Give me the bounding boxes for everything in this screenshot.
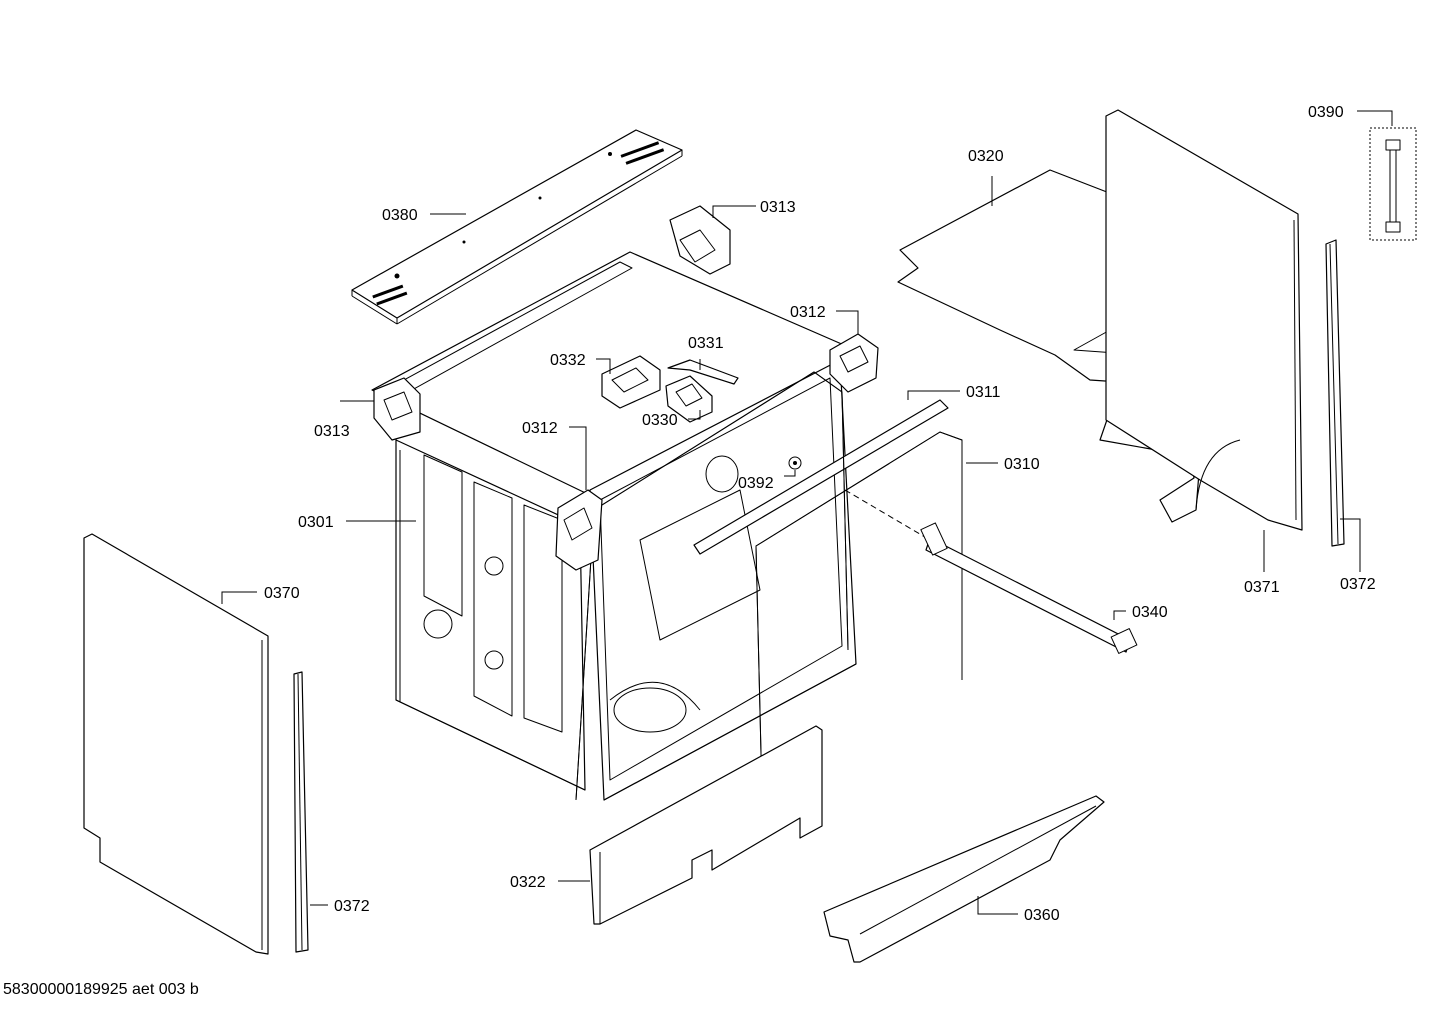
part-0371-side-panel [1105, 109, 1303, 531]
label-0310: 0310 [1004, 456, 1040, 473]
part-labels: 0390 0320 0380 0313 0312 0331 0332 0311 … [264, 104, 1376, 924]
document-id-footer: 58300000189925 aet 003 b [3, 981, 199, 998]
part-0360-bottom-rail [823, 795, 1105, 963]
label-0380: 0380 [382, 207, 418, 224]
label-0372-left: 0372 [334, 898, 370, 915]
part-0310-frame-seal [575, 371, 963, 801]
label-0331: 0331 [688, 335, 724, 352]
part-0313-bracket-top [669, 205, 731, 275]
label-0372-right: 0372 [1340, 576, 1376, 593]
label-0390: 0390 [1308, 104, 1344, 121]
part-0372-strip-left [293, 671, 309, 953]
label-0313-top: 0313 [760, 199, 796, 216]
part-0313-bracket-left [373, 377, 421, 441]
label-0371: 0371 [1244, 579, 1280, 596]
label-0322: 0322 [510, 874, 546, 891]
label-0330: 0330 [642, 412, 678, 429]
label-0320: 0320 [968, 148, 1004, 165]
part-0322-plinth [589, 725, 823, 925]
part-0301-tub [371, 251, 861, 801]
label-0370: 0370 [264, 585, 300, 602]
part-0312-bracket-right [829, 333, 879, 393]
label-0312-right: 0312 [790, 304, 826, 321]
part-0332 [601, 355, 661, 409]
label-0312-left: 0312 [522, 420, 558, 437]
label-0301: 0301 [298, 514, 334, 531]
part-0370-door-panel [83, 533, 269, 955]
label-0332: 0332 [550, 352, 586, 369]
label-0340: 0340 [1132, 604, 1168, 621]
part-0392 [788, 456, 802, 470]
part-0340-rail [920, 522, 1138, 654]
part-0312-bracket-left [555, 489, 603, 571]
part-0372-strip-right [1325, 239, 1345, 547]
part-0331 [667, 359, 739, 385]
label-0311: 0311 [966, 384, 1001, 401]
leader-lines [221, 110, 1393, 915]
assembly-axis [844, 489, 931, 541]
part-0390-hose [1369, 127, 1417, 241]
label-0392: 0392 [738, 475, 774, 492]
label-0313-left: 0313 [314, 423, 350, 440]
part-0311-seal [693, 399, 949, 555]
part-0380-top-plate [351, 129, 683, 325]
label-0360: 0360 [1024, 907, 1060, 924]
